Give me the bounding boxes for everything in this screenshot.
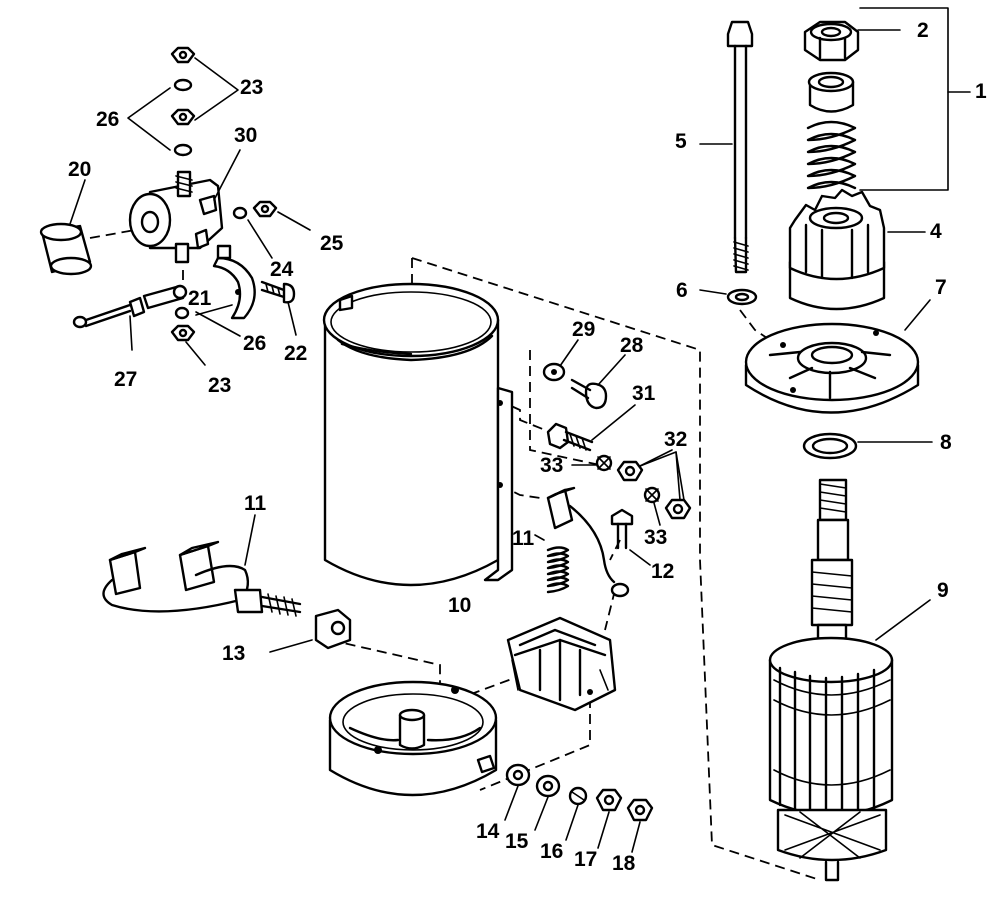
leader-lines-14-18: [504, 785, 641, 853]
part-brush-single: [546, 486, 576, 530]
part-brush-set-11: [102, 514, 302, 617]
label-6: 6: [676, 279, 688, 302]
label-26a: 26: [96, 108, 119, 131]
label-17: 17: [574, 848, 597, 871]
part-terminal-bolt-31: [546, 404, 636, 452]
part-washer-6: [699, 288, 758, 306]
part-nuts-23-stack: [170, 46, 196, 157]
part-washer-15: [535, 774, 561, 798]
label-20: 20: [68, 158, 91, 181]
part-nut-32a: [616, 449, 673, 482]
label-13: 13: [222, 642, 245, 665]
part-link-27: [72, 284, 188, 351]
part-armature-9: [768, 478, 931, 882]
label-31: 31: [632, 382, 656, 405]
label-25: 25: [320, 232, 344, 255]
label-22: 22: [284, 342, 307, 365]
label-8: 8: [940, 431, 952, 454]
part-washer-29: [542, 339, 579, 382]
part-clip-21: [212, 244, 256, 320]
label-27: 27: [114, 368, 137, 391]
label-4: 4: [930, 220, 942, 243]
label-33b: 33: [644, 526, 667, 549]
part-washer-14: [505, 763, 531, 787]
bracket-1: [857, 7, 971, 191]
label-11a: 11: [244, 492, 267, 515]
part-field-frame: [322, 282, 514, 587]
part-washer-26b: [174, 306, 190, 320]
part-brush-lead: [568, 504, 630, 598]
label-11b: 11: [512, 527, 535, 550]
part-nut-2: [803, 20, 860, 62]
label-30: 30: [234, 124, 257, 147]
label-5: 5: [675, 130, 687, 153]
label-9: 9: [937, 579, 949, 602]
part-nut-25: [252, 200, 311, 231]
label-18: 18: [612, 852, 636, 875]
part-brush-spring: [534, 534, 570, 594]
part-through-bolt-5: [699, 20, 754, 274]
label-23a: 23: [240, 76, 263, 99]
callout-labels: 1 2 4 5 6 7 8 9 10 11 11 12 13 14 15 16 …: [68, 19, 987, 875]
part-brush-holder-10: [506, 616, 617, 712]
part-nut-17: [595, 788, 623, 812]
label-2: 2: [917, 19, 929, 42]
label-29: 29: [572, 318, 595, 341]
label-1: 1: [975, 80, 987, 103]
label-10: 10: [448, 594, 471, 617]
part-terminal-13: [269, 608, 352, 653]
part-nut-18: [626, 798, 654, 822]
brackets-23-26: [127, 57, 239, 151]
leader-21-26: [195, 304, 241, 337]
part-nut-23b: [170, 324, 206, 366]
part-end-plate-7: [744, 299, 931, 414]
label-15: 15: [505, 830, 529, 853]
part-spring: [806, 120, 857, 190]
label-26b: 26: [243, 332, 266, 355]
part-thrust-washer-8: [802, 432, 933, 460]
bracket-32: [639, 451, 685, 501]
part-boot-20: [39, 179, 93, 276]
part-lockwasher-33a: [571, 454, 613, 472]
part-screw-22: [260, 280, 297, 336]
label-16: 16: [540, 840, 563, 863]
label-21: 21: [188, 287, 212, 310]
part-lockwasher-16: [568, 786, 588, 806]
part-lockwasher-33b: [643, 486, 661, 526]
part-screw-28: [570, 354, 626, 410]
part-screw-12: [610, 508, 651, 566]
label-23b: 23: [208, 374, 231, 397]
part-bushing: [807, 71, 855, 113]
label-7: 7: [935, 276, 947, 299]
label-32: 32: [664, 428, 687, 451]
part-washer-24: [232, 206, 273, 259]
label-33a: 33: [540, 454, 563, 477]
part-solenoid-30: [128, 149, 241, 264]
label-14: 14: [476, 820, 500, 843]
label-28: 28: [620, 334, 644, 357]
part-pinion-4: [788, 188, 926, 311]
label-24: 24: [270, 258, 294, 281]
label-12: 12: [651, 560, 674, 583]
part-end-cap: [328, 680, 498, 797]
